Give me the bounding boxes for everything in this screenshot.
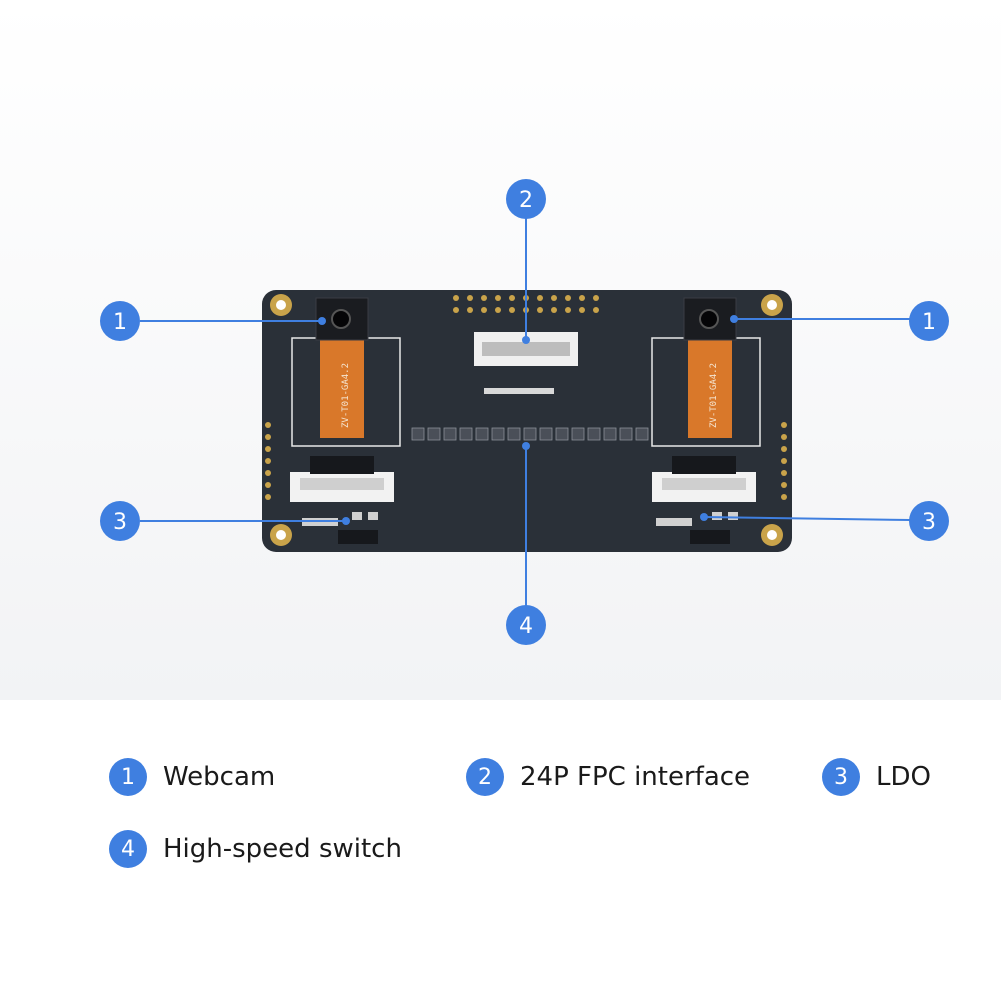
callout-badge-ldo-right: 3 bbox=[909, 501, 949, 541]
svg-text:1: 1 bbox=[922, 310, 936, 335]
svg-text:1: 1 bbox=[113, 310, 127, 335]
legend-label: LDO bbox=[876, 762, 931, 792]
callout-badge-webcam-right: 1 bbox=[909, 301, 949, 341]
legend-item-switch: 4 High-speed switch bbox=[109, 829, 402, 869]
legend-badge: 2 bbox=[466, 758, 504, 796]
mounting-holes bbox=[270, 294, 783, 546]
legend-item-webcam: 1 Webcam bbox=[109, 757, 275, 797]
switch-chips bbox=[411, 427, 649, 441]
svg-text:2: 2 bbox=[519, 188, 533, 213]
pcb-diagram: ZV-T01-GA4.2 ZV-T01-GA4.2 bbox=[0, 0, 1001, 700]
svg-text:4: 4 bbox=[519, 614, 533, 639]
legend-item-fpc: 2 24P FPC interface bbox=[466, 757, 750, 797]
left-flex-label: ZV-T01-GA4.2 bbox=[341, 363, 351, 428]
legend-label: High-speed switch bbox=[163, 834, 402, 864]
legend-label: Webcam bbox=[163, 762, 276, 792]
right-camera-module: ZV-T01-GA4.2 bbox=[651, 297, 761, 502]
callout-lines bbox=[140, 218, 911, 606]
left-camera-module: ZV-T01-GA4.2 bbox=[290, 297, 401, 502]
callout-badge-fpc: 2 bbox=[506, 179, 546, 219]
header-pads-side bbox=[265, 422, 787, 500]
pcb-board: ZV-T01-GA4.2 ZV-T01-GA4.2 bbox=[262, 290, 792, 552]
legend-badge: 1 bbox=[109, 758, 147, 796]
legend-item-ldo: 3 LDO bbox=[822, 757, 931, 797]
legend-badge: 4 bbox=[109, 830, 147, 868]
callout-badge-ldo-left: 3 bbox=[100, 501, 140, 541]
callout-dots bbox=[318, 315, 738, 525]
svg-text:3: 3 bbox=[113, 510, 127, 535]
legend-badge: 3 bbox=[822, 758, 860, 796]
legend-label: 24P FPC interface bbox=[520, 762, 751, 792]
callout-badge-webcam-left: 1 bbox=[100, 301, 140, 341]
svg-text:3: 3 bbox=[922, 510, 936, 535]
callout-badge-switch: 4 bbox=[506, 605, 546, 645]
right-flex-label: ZV-T01-GA4.2 bbox=[709, 363, 719, 428]
